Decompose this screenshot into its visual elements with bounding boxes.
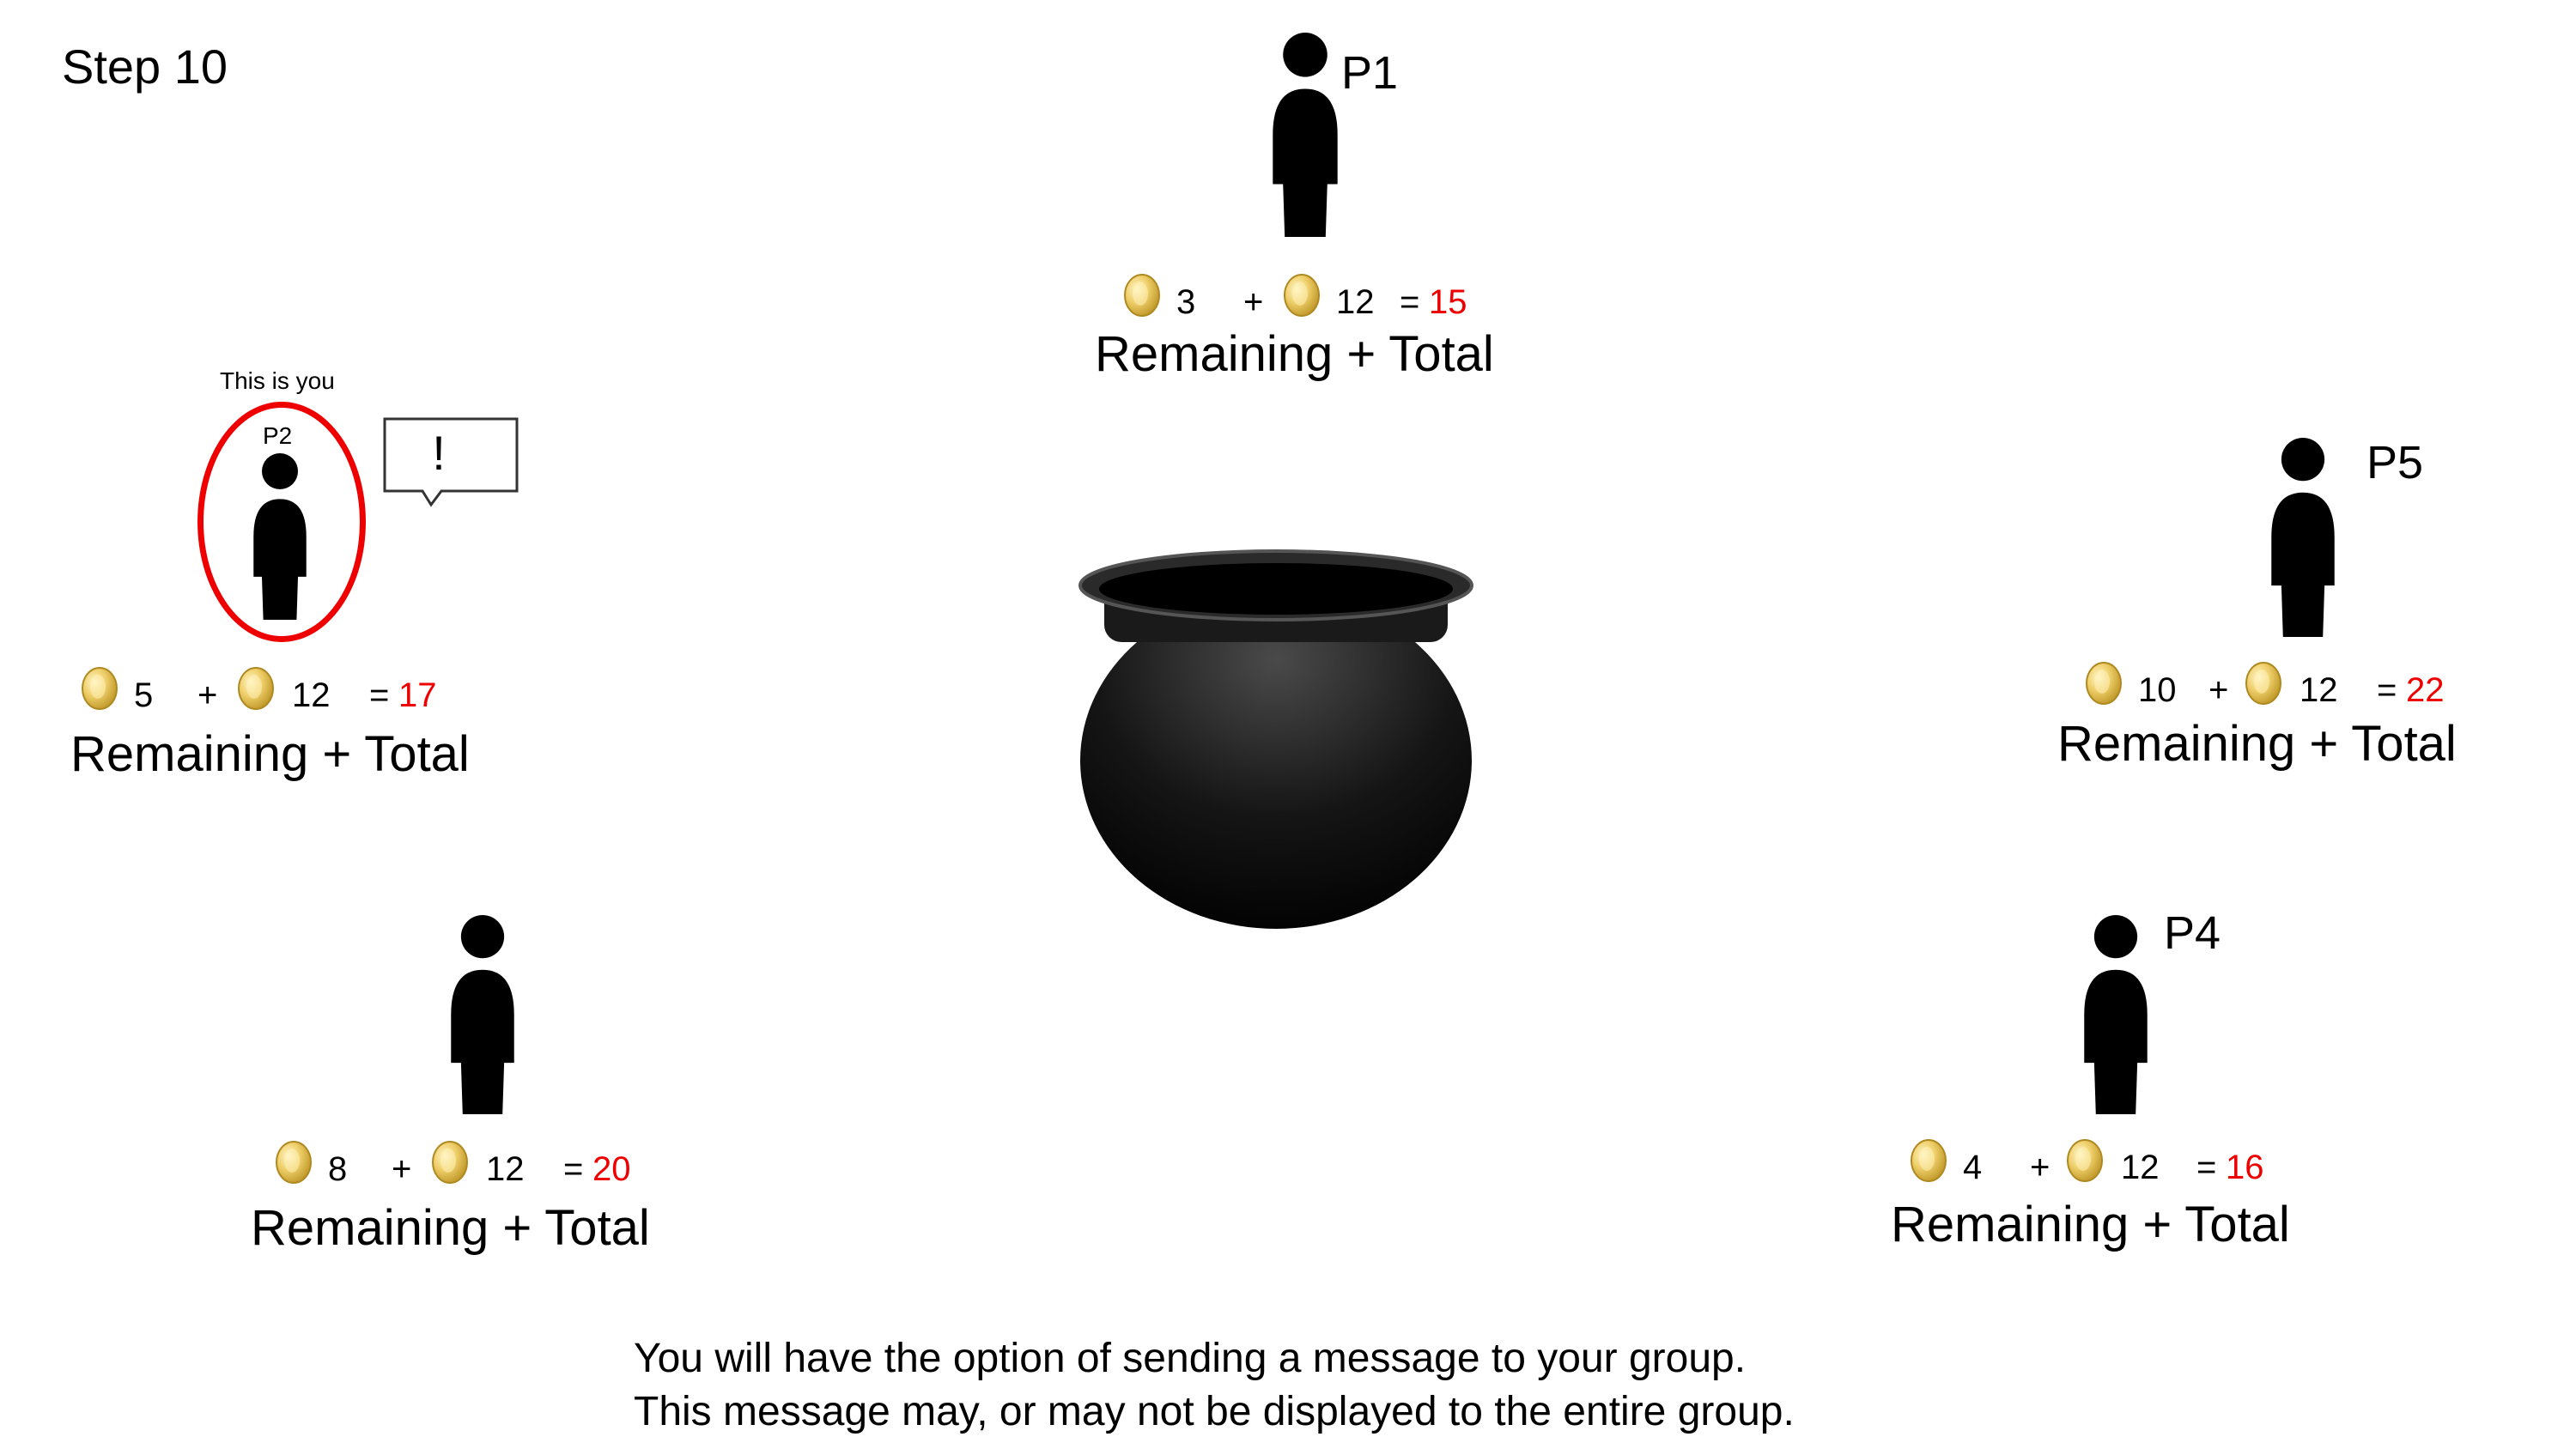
- remaining-value: 4: [1963, 1149, 1983, 1186]
- step-label: Step 10: [62, 39, 228, 94]
- remaining-total-label: Remaining + Total: [70, 726, 470, 782]
- remaining-total-label: Remaining + Total: [1095, 326, 1494, 382]
- total-value: 12: [2300, 671, 2338, 709]
- gold-coin-icon: [237, 666, 275, 711]
- score-row: 10 + 12 = 22: [2085, 661, 2463, 709]
- remaining-total-label: Remaining + Total: [1891, 1197, 2290, 1252]
- gold-coin-icon: [275, 1140, 313, 1185]
- remaining-total-label: Remaining + Total: [251, 1200, 650, 1256]
- score-row: 4 + 12 = 16: [1910, 1138, 2279, 1186]
- gold-coin-icon: [2066, 1138, 2104, 1183]
- plus-sign: +: [392, 1150, 412, 1188]
- gold-coin-icon: [1123, 273, 1161, 318]
- gold-coin-icon: [1910, 1138, 1947, 1183]
- equals-sign: =: [369, 676, 390, 714]
- speech-bubble-icon: [383, 417, 519, 507]
- result-value: 15: [1429, 283, 1467, 321]
- player-name: P1: [1341, 47, 1399, 99]
- gold-coin-icon: [431, 1140, 469, 1185]
- player-name: P2: [263, 422, 293, 449]
- gold-coin-icon: [2085, 661, 2123, 706]
- gold-coin-icon: [1283, 273, 1321, 318]
- remaining-value: 5: [134, 676, 154, 714]
- total-value: 12: [1336, 283, 1375, 321]
- player-name: P5: [2366, 437, 2424, 488]
- equals-sign: =: [563, 1150, 584, 1188]
- cauldron-icon: [1078, 549, 1473, 929]
- you-highlight: [197, 402, 366, 642]
- score-row: 8 + 12 = 20: [275, 1140, 644, 1188]
- person-icon: [2073, 915, 2159, 1114]
- remaining-total-label: Remaining + Total: [2057, 716, 2457, 772]
- plus-sign: +: [2030, 1149, 2050, 1186]
- person-icon: [244, 453, 316, 620]
- person-icon: [2260, 438, 2346, 637]
- total-value: 12: [292, 676, 331, 714]
- person-icon: [440, 915, 526, 1114]
- group-message-notice: You will have the option of sending a me…: [634, 1332, 1795, 1439]
- result-value: 16: [2226, 1149, 2264, 1186]
- player-name: P4: [2164, 907, 2221, 959]
- remaining-value: 8: [328, 1150, 348, 1188]
- you-label: This is you: [220, 367, 335, 394]
- person-icon: [1261, 33, 1350, 237]
- score-row: 3 + 12 = 15: [1123, 273, 1484, 321]
- plus-sign: +: [197, 676, 218, 714]
- equals-sign: =: [2377, 671, 2397, 709]
- total-value: 12: [2121, 1149, 2160, 1186]
- plus-sign: +: [2208, 671, 2229, 709]
- equals-sign: =: [1400, 283, 1420, 321]
- gold-coin-icon: [81, 666, 118, 711]
- remaining-value: 10: [2138, 671, 2177, 709]
- score-row: 5 + 12 = 17: [81, 666, 450, 714]
- gold-coin-icon: [2245, 661, 2282, 706]
- equals-sign: =: [2196, 1149, 2217, 1186]
- plus-sign: +: [1243, 283, 1264, 321]
- message-line-2: This message may, or may not be displaye…: [634, 1389, 1795, 1434]
- result-value: 22: [2406, 671, 2445, 709]
- result-value: 20: [592, 1150, 631, 1188]
- result-value: 17: [398, 676, 437, 714]
- remaining-value: 3: [1176, 283, 1196, 321]
- total-value: 12: [486, 1150, 525, 1188]
- message-line-1: You will have the option of sending a me…: [634, 1336, 1747, 1381]
- speech-bubble-text: !: [432, 426, 446, 480]
